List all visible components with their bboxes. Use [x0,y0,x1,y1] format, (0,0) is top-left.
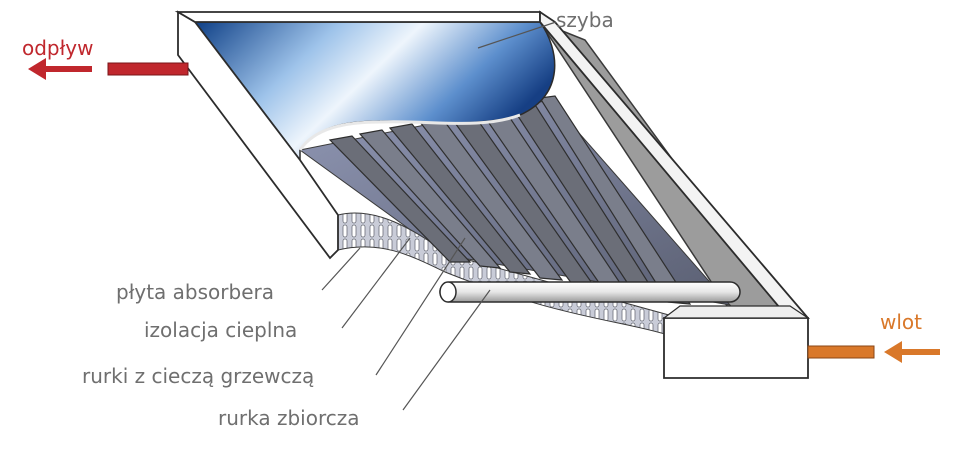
outlet-pipe [107,62,189,76]
glass-curl-edge [298,113,521,151]
fluid-tubes [328,95,692,305]
collector-frame-front [663,317,809,379]
inlet-arrow [884,341,940,363]
outlet-label: odpływ [22,36,94,60]
outlet-arrow [28,58,92,80]
collector-frame-top [174,11,541,23]
fluid-tubes-label: rurki z cieczą grzewczą [82,364,315,388]
collector-frame-left [177,10,339,260]
header-pipe [439,281,741,303]
leader-lines [321,21,557,411]
inlet-label: wlot [880,310,922,334]
header-pipe-label: rurka zbiorcza [218,406,360,430]
thermal-insulation-label: izolacja cieplna [144,318,298,342]
glass-label: szyba [556,8,614,32]
collector-frame-front-top [662,305,810,319]
inlet-pipe [807,345,875,359]
absorber-plate-label: płyta absorbera [116,280,274,304]
